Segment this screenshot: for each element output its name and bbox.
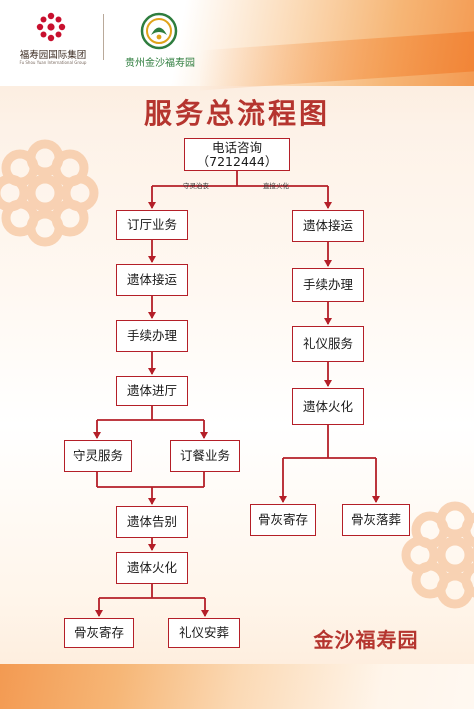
node-left-ash-storage: 骨灰寄存 [64,618,134,648]
node-phone-consult-number: （7212444） [196,153,278,169]
node-hall-booking: 订厅业务 [116,210,188,240]
node-body-enter-hall: 遗体进厅 [116,376,188,406]
node-farewell: 遗体告别 [116,506,188,538]
node-vigil-service: 守灵服务 [64,440,132,472]
flower-pattern-right-icon [401,501,474,609]
node-right-ash-storage: 骨灰寄存 [250,504,316,536]
node-left-cremation: 遗体火化 [116,552,188,584]
footer-brand: 金沙福寿园 [313,628,419,652]
emblem-icon [140,12,178,50]
footer-band [0,664,474,709]
node-ceremony-burial: 礼仪安葬 [168,618,240,648]
node-left-body-transport: 遗体接运 [116,264,188,296]
logo-divider [103,14,104,60]
branch-label-left: 守灵治丧 [183,182,209,190]
node-meal-booking: 订餐业务 [170,440,240,472]
node-phone-consult: 电话咨询 （7212444） [184,138,290,171]
node-right-procedures: 手续办理 [292,268,364,302]
group-logo-name: 福寿园国际集团 [19,50,87,61]
node-ceremony-service: 礼仪服务 [292,326,364,362]
jinsha-logo-name: 贵州金沙福寿园 [125,58,195,69]
branch-label-right: 直接火化 [263,182,289,190]
jinsha-fushouyuan-logo: 贵州金沙福寿园 [110,12,210,72]
node-left-procedures: 手续办理 [116,320,188,352]
node-phone-consult-label: 电话咨询 [211,139,262,155]
node-ash-interment: 骨灰落葬 [342,504,410,536]
node-right-cremation: 遗体火化 [292,388,364,425]
group-logo-subtitle: Fu Shou Yuan International Group [19,60,87,65]
page-title: 服务总流程图 [143,97,330,130]
group-logo-icon [36,12,66,42]
flower-pattern-left-icon [0,139,99,247]
node-right-body-transport: 遗体接运 [292,210,364,242]
fushouyuan-group-logo: 福寿园国际集团 Fu Shou Yuan International Group [6,10,98,70]
